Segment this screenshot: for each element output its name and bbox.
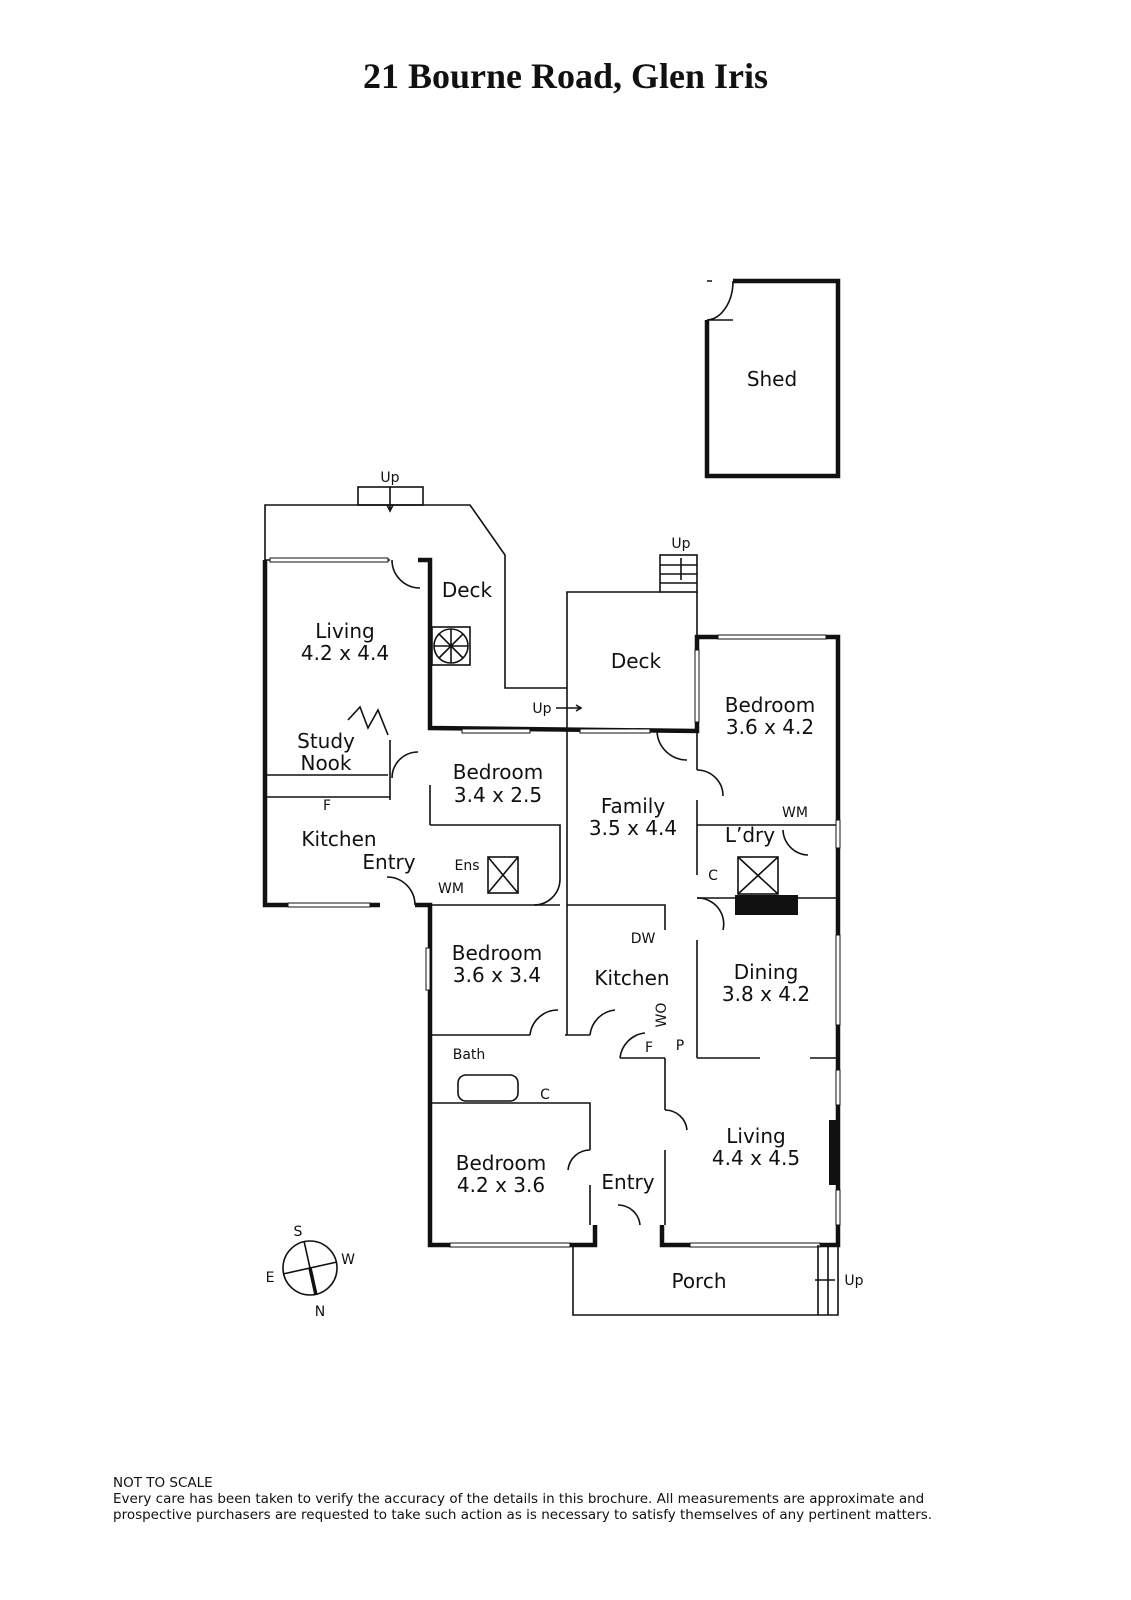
- room-name: Bedroom: [725, 693, 815, 717]
- room-name: Kitchen: [594, 966, 669, 990]
- stairs-up-label: Up: [844, 1273, 863, 1289]
- washing-machine-label: WM: [438, 881, 464, 897]
- wall-oven-label: WO: [654, 1003, 670, 1028]
- disclaimer-line: prospective purchasers are requested to …: [113, 1507, 933, 1523]
- room-label: Shed: [747, 367, 797, 391]
- room-size: 3.5 x 4.4: [589, 816, 677, 840]
- room-label: Deck: [611, 649, 662, 673]
- room-labels: Living 4.2 x 4.4 Study Nook Kitchen Entr…: [297, 619, 815, 1293]
- room-size: 3.6 x 4.2: [726, 715, 814, 739]
- shed: Shed: [704, 278, 841, 479]
- deck-right: Up Deck: [566, 536, 698, 731]
- compass-east: E: [266, 1270, 275, 1286]
- room-size: 4.4 x 4.5: [712, 1146, 800, 1170]
- room-name: Kitchen: [301, 827, 376, 851]
- room-name: Bath: [453, 1047, 486, 1063]
- room-name: Entry: [601, 1170, 654, 1194]
- washing-machine-label: WM: [782, 805, 808, 821]
- room-name: Porch: [671, 1269, 726, 1293]
- fridge-label: F: [323, 798, 331, 814]
- room-name: Family: [601, 794, 666, 818]
- room-size: 3.8 x 4.2: [722, 982, 810, 1006]
- compass-north: N: [315, 1304, 325, 1320]
- walls: Up: [262, 557, 864, 1316]
- disclaimer-heading: NOT TO SCALE: [113, 1475, 213, 1491]
- room-name: Ens: [454, 858, 479, 874]
- fixtures: F WM WM DW WO F P C C: [323, 798, 808, 1103]
- room-name: L’dry: [725, 823, 775, 847]
- room-size: 3.6 x 3.4: [453, 963, 541, 987]
- compass-icon: S W E N: [266, 1224, 356, 1320]
- cupboard-label: C: [540, 1087, 550, 1103]
- fridge-label: F: [645, 1040, 653, 1056]
- room-size: 4.2 x 3.6: [457, 1173, 545, 1197]
- fireplace: [735, 895, 798, 915]
- compass-south: S: [294, 1224, 303, 1240]
- stairs-up-label: Up: [380, 470, 399, 486]
- room-name: Nook: [300, 751, 351, 775]
- room-name: Living: [726, 1124, 785, 1148]
- compass-west: W: [341, 1252, 355, 1268]
- fireplace-front: [829, 1120, 837, 1185]
- room-name: Bedroom: [456, 1151, 546, 1175]
- room-name: Bedroom: [453, 760, 543, 784]
- disclaimer: NOT TO SCALE Every care has been taken t…: [113, 1475, 932, 1523]
- room-name: Dining: [734, 960, 799, 984]
- room-name: Study: [297, 729, 355, 753]
- stairs-up-label: Up: [671, 536, 690, 552]
- cupboard-label: C: [708, 868, 718, 884]
- page-title: 21 Bourne Road, Glen Iris: [362, 56, 769, 96]
- room-size: 3.4 x 2.5: [454, 783, 542, 807]
- dishwasher-label: DW: [631, 931, 656, 947]
- disclaimer-line: Every care has been taken to verify the …: [113, 1491, 925, 1507]
- room-size: 4.2 x 4.4: [301, 641, 389, 665]
- room-name: Living: [315, 619, 374, 643]
- stairs-up-label: Up: [532, 701, 551, 717]
- room-label: Deck: [442, 578, 493, 602]
- deck-left: Up Deck Up: [264, 470, 583, 717]
- room-name: Bedroom: [452, 941, 542, 965]
- pantry-label: P: [676, 1038, 684, 1054]
- room-name: Entry: [362, 850, 415, 874]
